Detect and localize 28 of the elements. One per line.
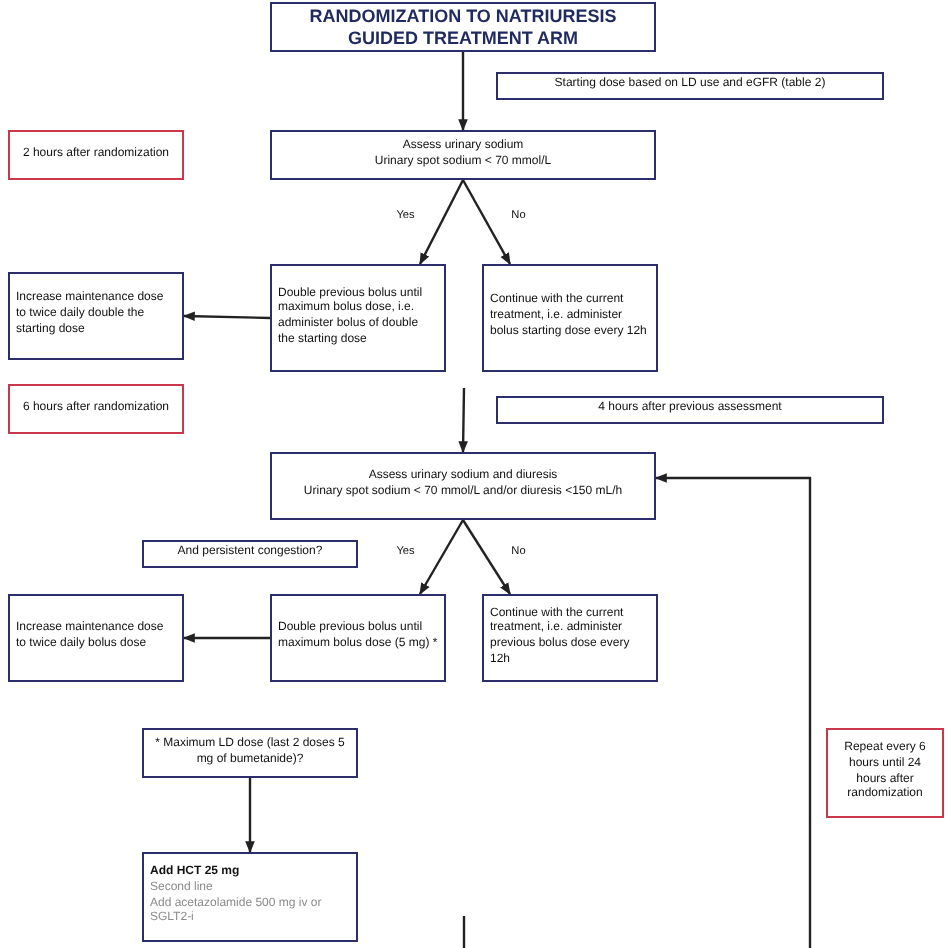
arrow	[458, 52, 468, 132]
time-box	[8, 130, 184, 180]
time-box	[8, 384, 184, 434]
arrow	[182, 311, 271, 322]
process-box	[270, 594, 446, 682]
arrow	[418, 519, 465, 596]
process-box	[8, 594, 184, 682]
note-box	[496, 396, 884, 424]
arrow	[418, 179, 465, 266]
process-box	[8, 272, 184, 360]
process-box	[270, 264, 446, 372]
process-box	[142, 852, 358, 942]
arrow	[654, 473, 812, 948]
title-box	[270, 2, 656, 52]
arrow	[461, 179, 512, 266]
process-box	[482, 594, 658, 682]
note-box	[496, 72, 884, 100]
box-text: RANDOMIZATION TO NATRIURESIS GUIDED TREATMENT ARM	[307, 5, 619, 49]
question-box	[142, 540, 358, 568]
question-box	[142, 728, 358, 778]
process-box	[270, 130, 656, 180]
arrow	[458, 387, 468, 454]
arrow	[462, 519, 511, 595]
process-box	[270, 452, 656, 520]
arrow	[245, 778, 255, 854]
arrow	[182, 633, 270, 643]
process-box	[482, 264, 658, 372]
time-box	[826, 728, 944, 818]
